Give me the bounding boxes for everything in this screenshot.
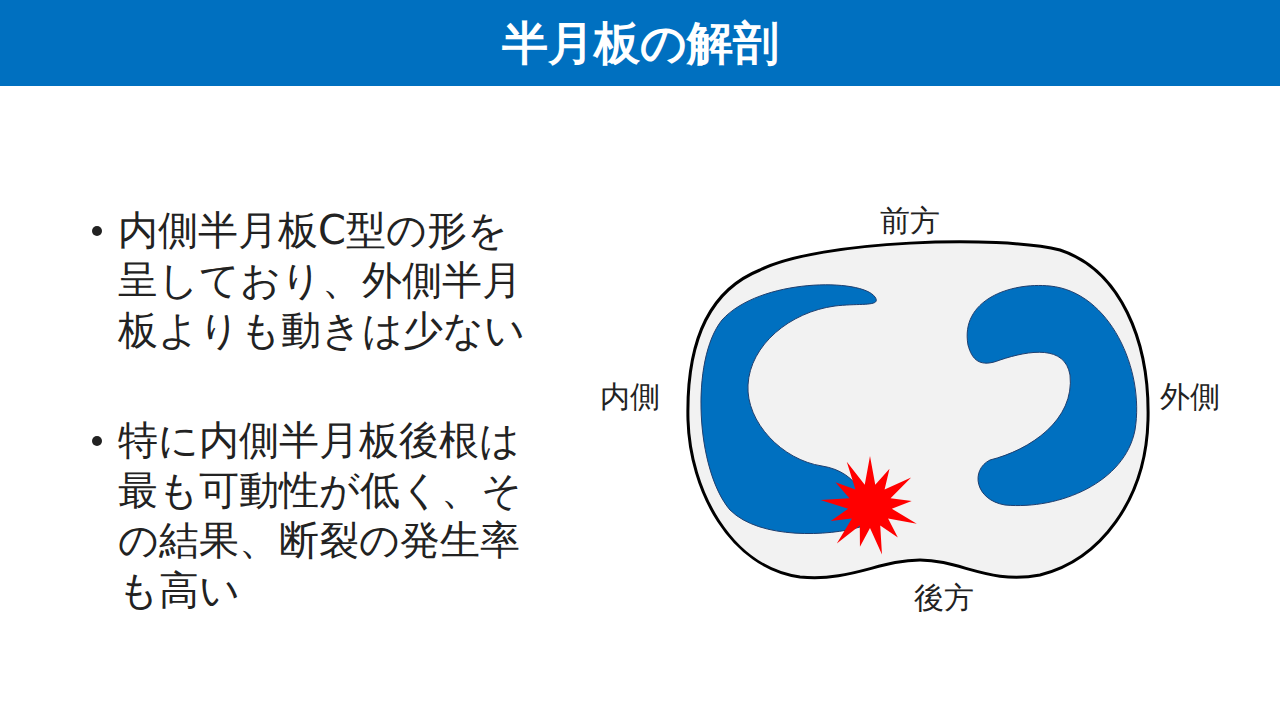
slide-title: 半月板の解剖	[0, 0, 1280, 86]
direction-label: 後方	[914, 580, 974, 616]
bullet-dot	[92, 436, 102, 446]
lateral-meniscus	[967, 285, 1137, 505]
direction-label: 前方	[880, 203, 940, 239]
direction-label: 外側	[1160, 379, 1220, 415]
bullet-text: 内側半月板C型の形を呈しており、外側半月板よりも動きは少ない	[118, 205, 543, 355]
bullet-dot	[92, 226, 102, 236]
direction-label: 内側	[600, 379, 660, 415]
tear-starburst	[820, 456, 916, 555]
bullet-text: 特に内側半月板後根は最も可動性が低く、その結果、断裂の発生率も高い	[118, 415, 543, 615]
tibial-plateau	[688, 242, 1148, 578]
